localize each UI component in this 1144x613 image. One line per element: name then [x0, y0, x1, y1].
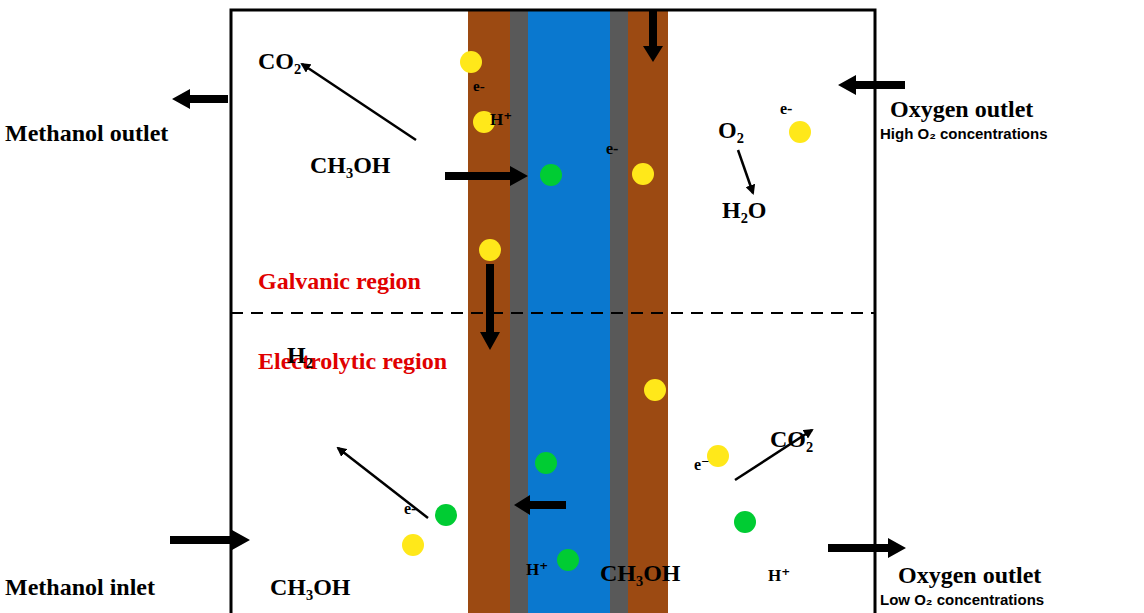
flow-arrows [170, 10, 906, 558]
electron-label: e- [473, 78, 485, 95]
concentration-note: High O₂ concentrations [880, 125, 1048, 142]
chemical-label: O₂ [718, 117, 744, 145]
concentration-note: Low O₂ concentrations [880, 591, 1044, 608]
chemical-label: H₂ [287, 342, 313, 370]
region-label: Electrolytic region [258, 348, 447, 376]
region-label: Galvanic region [258, 268, 421, 296]
catalyst-layer [610, 10, 628, 613]
port-label: Methanol inlet [5, 574, 155, 602]
ion-label: H⁺ [526, 560, 548, 580]
ion-label: H⁺ [768, 566, 790, 586]
port-label: Oxygen outlet [890, 96, 1033, 124]
chemical-label: CH₃OH [310, 152, 391, 180]
cell-housing [231, 10, 875, 613]
electron-dots [402, 51, 811, 556]
chemical-label: CO₂ [258, 48, 301, 76]
ion-label: H⁺ [490, 110, 512, 130]
anode-layer [468, 10, 510, 613]
chemical-label: H₂O [722, 197, 767, 225]
electron-label: e- [404, 500, 416, 518]
region-divider [231, 312, 875, 314]
port-label: Oxygen outlet [898, 562, 1041, 590]
chemical-label: CH₃OH [600, 560, 681, 588]
electron-label: e- [780, 100, 792, 118]
port-label: Methanol outlet [5, 120, 168, 148]
cathode-layer [628, 10, 668, 613]
electron-label: e- [606, 140, 618, 158]
chemical-label: CO₂ [770, 426, 813, 454]
electron-label: e⁻ [694, 456, 710, 474]
proton-dots [435, 164, 756, 571]
catalyst-layer [510, 10, 528, 613]
membrane [528, 10, 610, 613]
chemical-label: CH₃OH [270, 574, 351, 602]
